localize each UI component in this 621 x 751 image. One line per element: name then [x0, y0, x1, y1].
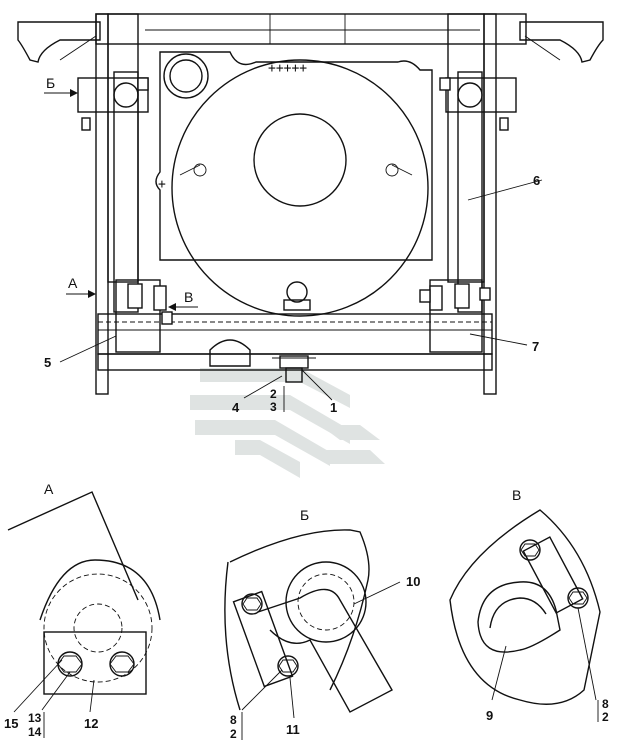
- detail-view-b: Б 10 11 8 2: [224, 507, 420, 741]
- callout-b-2: 2: [230, 727, 237, 741]
- callout-13: 13: [28, 711, 42, 725]
- callout-v-2: 2: [602, 710, 609, 724]
- callout-5: 5: [44, 355, 51, 370]
- detail-b-bolt-top: [241, 593, 263, 615]
- right-top-bracket: [519, 21, 604, 63]
- left-inner-rail: [107, 13, 139, 283]
- detail-view-a: А 15 13 14 12: [4, 481, 161, 739]
- main-assembly-view: +++++ + Б А В: [17, 13, 604, 415]
- callout-15: 15: [4, 716, 18, 731]
- detail-b-lever: [257, 588, 393, 713]
- detail-a-clamp-plate: [43, 631, 147, 695]
- right-inner-rail: [447, 13, 485, 283]
- top-frame: [95, 13, 527, 45]
- svg-text:+: +: [158, 177, 166, 192]
- detail-b-title: Б: [300, 507, 309, 523]
- detail-view-v: В 9 8 2: [449, 487, 609, 724]
- detail-v-clamp-strap: [522, 536, 584, 614]
- callout-11: 11: [286, 722, 300, 737]
- callout-9: 9: [486, 708, 493, 723]
- callout-14: 14: [28, 725, 42, 739]
- right-top-clamp: [445, 77, 517, 113]
- view-marker-v: В: [184, 289, 193, 305]
- callout-3: 3: [270, 400, 277, 414]
- callout-4: 4: [232, 400, 240, 415]
- disk-hub: [253, 113, 347, 207]
- detail-v-bolt-top: [519, 539, 541, 561]
- detail-a-eye-body: [39, 559, 161, 621]
- plus-marks: +++++: [268, 61, 307, 76]
- callout-1: 1: [330, 400, 337, 415]
- lifting-eye: [286, 281, 308, 303]
- callout-b-8: 8: [230, 713, 237, 727]
- callout-v-8: 8: [602, 697, 609, 711]
- lower-crossbeam: [97, 313, 493, 355]
- view-marker-a: А: [68, 275, 78, 291]
- housing-plate: [155, 51, 433, 261]
- detail-b-clamp-strap: [232, 590, 294, 688]
- callout-12: 12: [84, 716, 98, 731]
- view-marker-b: Б: [46, 75, 55, 91]
- callout-6: 6: [533, 173, 540, 188]
- filler-cap: [163, 53, 209, 99]
- brake-disk: [171, 59, 429, 317]
- left-top-bracket: [17, 21, 101, 63]
- right-hanger-link: [457, 71, 483, 313]
- callout-7: 7: [532, 339, 539, 354]
- detail-a-title: А: [44, 481, 54, 497]
- detail-v-housing: [449, 509, 601, 705]
- detail-v-title: В: [512, 487, 521, 503]
- center-bottom-fitting: [209, 339, 251, 367]
- right-bottom-clamp: [429, 279, 483, 353]
- callout-10: 10: [406, 574, 420, 589]
- watermark-logo: [190, 368, 385, 478]
- detail-v-bracket: [477, 581, 561, 653]
- callout-2: 2: [270, 387, 277, 401]
- left-hanger-link: [113, 71, 139, 313]
- left-top-clamp: [77, 77, 149, 113]
- detail-b-bolt-bottom: [277, 655, 299, 677]
- left-bottom-clamp: [115, 279, 161, 353]
